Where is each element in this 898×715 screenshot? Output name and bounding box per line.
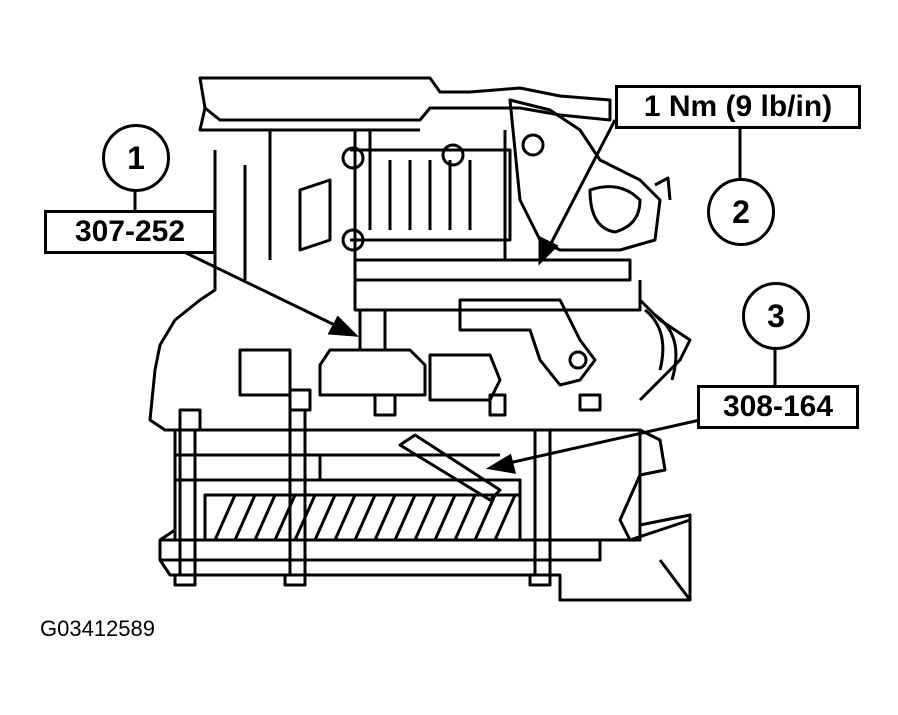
callout-code-1: 307-252 (44, 210, 216, 254)
callout-code-3: 308-164 (697, 385, 859, 429)
callout-number-2: 2 (707, 178, 775, 246)
figure-id: G03412589 (40, 616, 155, 641)
arrow-2 (538, 235, 559, 266)
callout-code-2: 1 Nm (9 lb/in) (615, 85, 861, 129)
leader-line-3 (499, 418, 701, 467)
callout-number-1: 1 (102, 124, 170, 192)
main-housing (148, 150, 692, 602)
lower-plate (173, 428, 642, 542)
top-cover (198, 76, 612, 122)
pin-tool (358, 308, 387, 352)
arrow-1 (327, 315, 359, 337)
callout-number-3: 3 (742, 282, 810, 350)
leader-line-1 (179, 248, 346, 332)
right-bracket (508, 98, 662, 252)
arrow-3 (485, 453, 517, 474)
leader-line-2 (543, 119, 617, 256)
